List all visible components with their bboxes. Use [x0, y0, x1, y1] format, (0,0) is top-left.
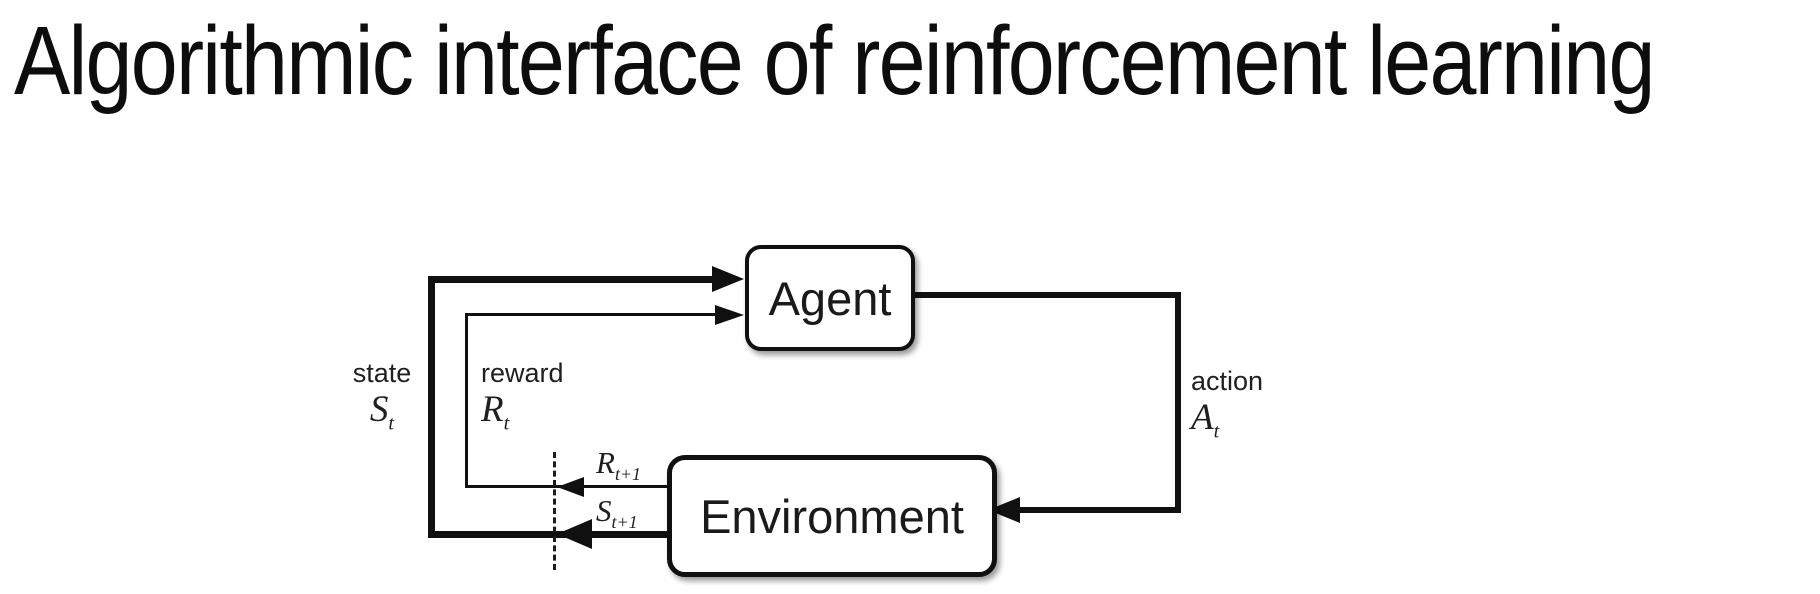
action-line-bottom-segment	[1020, 507, 1181, 513]
environment-node: Environment	[667, 455, 997, 577]
reward-word: reward	[481, 358, 564, 388]
arrowhead-next-state-at-boundary-icon	[557, 519, 592, 549]
state-word: state	[352, 358, 412, 388]
state-line-bottom-segment	[428, 531, 668, 538]
state-line-vertical-segment	[428, 276, 435, 538]
agent-node: Agent	[745, 245, 915, 351]
state-line-top-segment	[428, 276, 713, 283]
reward-line-top-segment	[465, 313, 717, 316]
action-word: action	[1191, 366, 1264, 396]
reward-signal-label: reward Rt	[481, 358, 564, 435]
slide-title: Algorithmic interface of reinforcement l…	[14, 6, 1655, 115]
state-signal-label: state St	[330, 358, 434, 435]
state-symbol: St	[369, 389, 395, 435]
arrowhead-state-into-agent-icon	[712, 266, 744, 292]
reward-symbol: Rt	[481, 389, 510, 435]
action-signal-label: action At	[1191, 366, 1264, 443]
action-line-top-segment	[906, 292, 1181, 298]
environment-label: Environment	[700, 489, 964, 543]
time-step-boundary-dashed-line	[553, 452, 556, 570]
agent-label: Agent	[768, 271, 892, 325]
next-reward-symbol: Rt+1	[596, 445, 642, 485]
arrowhead-next-reward-at-boundary-icon	[557, 477, 584, 497]
action-line-vertical-segment	[1175, 292, 1181, 513]
action-symbol: At	[1191, 397, 1220, 443]
reward-line-vertical-segment	[465, 313, 468, 488]
next-state-symbol: St+1	[596, 493, 638, 533]
arrowhead-reward-into-agent-icon	[715, 305, 744, 325]
